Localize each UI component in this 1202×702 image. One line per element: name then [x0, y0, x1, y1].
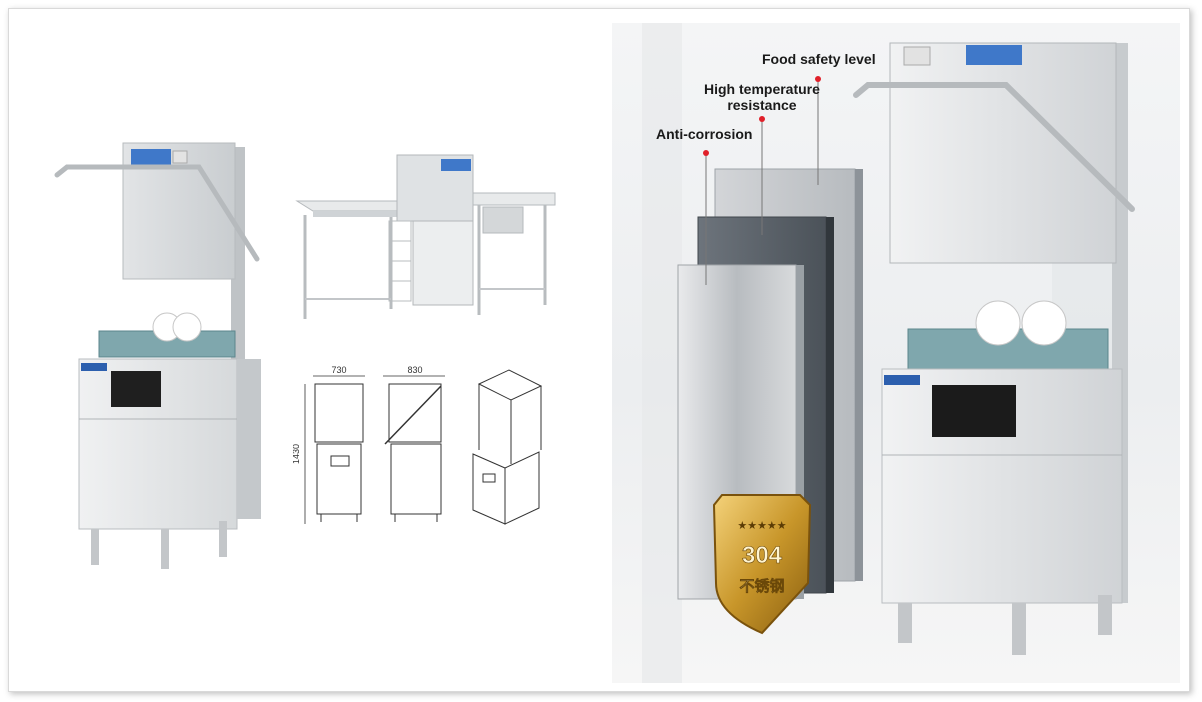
side-view-drawing: 830 — [383, 365, 445, 522]
anti-corrosion-label: Anti-corrosion — [656, 126, 753, 142]
badge-stars: ★★★★★ — [737, 520, 786, 532]
high-temperature-label: High temperature resistance — [704, 81, 820, 113]
depth-dimension-label: 830 — [407, 365, 422, 375]
width-dimension-label: 730 — [331, 365, 346, 375]
product-views-panel: 1430 730 830 — [9, 9, 604, 691]
material-features-panel: ★★★★★ 304 不锈钢 — [612, 23, 1180, 683]
food-safety-label: Food safety level — [762, 51, 876, 67]
high-temperature-label-line2: resistance — [727, 97, 797, 113]
product-image-frame: 1430 730 830 — [8, 8, 1190, 692]
dishwasher-feature-photo — [853, 42, 1135, 655]
high-temperature-label-line1: High temperature — [704, 81, 820, 97]
materials-scene: ★★★★★ 304 不锈钢 — [642, 23, 1135, 683]
badge-grade: 304 — [742, 542, 783, 569]
badge-material: 不锈钢 — [739, 577, 784, 595]
stainless-steel-304-badge: ★★★★★ 304 不锈钢 — [712, 494, 812, 635]
isometric-drawing — [472, 369, 543, 525]
front-view-drawing: 1430 730 — [293, 365, 365, 524]
installation-line-illustration — [295, 154, 556, 319]
dishwasher-main-illustration — [54, 142, 261, 569]
height-dimension-label: 1430 — [293, 444, 301, 464]
